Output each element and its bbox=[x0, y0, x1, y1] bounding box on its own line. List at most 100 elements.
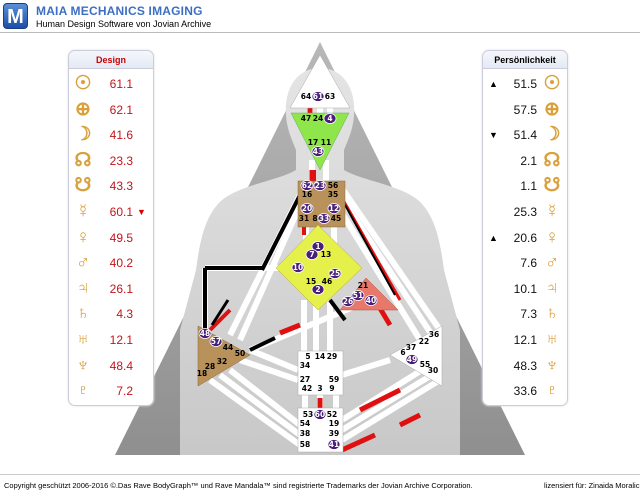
gate-53[interactable]: 53 bbox=[303, 410, 313, 419]
personality-row-south-node[interactable]: ☋1.1 bbox=[483, 175, 567, 197]
personality-row-uranus[interactable]: ♅12.1 bbox=[483, 329, 567, 351]
gate-16[interactable]: 16 bbox=[302, 190, 312, 199]
gate-4[interactable]: 4 bbox=[327, 114, 332, 123]
gate-11[interactable]: 11 bbox=[321, 138, 331, 147]
design-row-uranus[interactable]: ♅12.1 bbox=[69, 329, 153, 351]
design-row-neptune[interactable]: ♆48.4 bbox=[69, 355, 153, 377]
channel bbox=[340, 188, 443, 332]
gate-21[interactable]: 21 bbox=[358, 281, 368, 290]
g-center[interactable] bbox=[275, 224, 363, 311]
gate-64[interactable]: 64 bbox=[301, 92, 311, 101]
gate-58[interactable]: 58 bbox=[300, 440, 310, 449]
gate-28[interactable]: 28 bbox=[205, 362, 215, 371]
gate-6[interactable]: 6 bbox=[400, 348, 405, 357]
gate-13[interactable]: 13 bbox=[321, 250, 331, 259]
gate-48[interactable]: 48 bbox=[200, 329, 210, 338]
gate-45[interactable]: 45 bbox=[331, 214, 341, 223]
gate-20[interactable]: 20 bbox=[302, 204, 312, 213]
gate-51[interactable]: 51 bbox=[353, 291, 363, 300]
gate-9[interactable]: 9 bbox=[329, 384, 334, 393]
gate-55[interactable]: 55 bbox=[420, 360, 430, 369]
active-gate-marker bbox=[341, 296, 355, 307]
gate-23[interactable]: 23 bbox=[315, 181, 325, 190]
gate-15[interactable]: 15 bbox=[306, 277, 316, 286]
gate-43[interactable]: 43 bbox=[313, 147, 323, 156]
design-row-north-node[interactable]: ☊23.3 bbox=[69, 150, 153, 172]
gate-19[interactable]: 19 bbox=[329, 419, 339, 428]
head-center[interactable] bbox=[289, 54, 351, 109]
gate-8[interactable]: 8 bbox=[312, 214, 317, 223]
personality-row-neptune[interactable]: ♆48.3 bbox=[483, 355, 567, 377]
gate-61[interactable]: 61 bbox=[313, 92, 323, 101]
design-row-south-node[interactable]: ☋43.3 bbox=[69, 175, 153, 197]
gate-35[interactable]: 35 bbox=[328, 190, 338, 199]
personality-row-north-node[interactable]: ☊2.1 bbox=[483, 150, 567, 172]
gate-18[interactable]: 18 bbox=[197, 369, 207, 378]
design-row-mars[interactable]: ♂40.2 bbox=[69, 252, 153, 274]
gate-26[interactable]: 26 bbox=[343, 297, 353, 306]
gate-29[interactable]: 29 bbox=[327, 352, 337, 361]
gate-34[interactable]: 34 bbox=[300, 361, 310, 370]
gate-52[interactable]: 52 bbox=[327, 410, 337, 419]
personality-row-sun[interactable]: ☉▲51.5 bbox=[483, 73, 567, 95]
sacral-center[interactable] bbox=[297, 350, 344, 396]
gate-22[interactable]: 22 bbox=[419, 337, 429, 346]
gate-31[interactable]: 31 bbox=[299, 214, 309, 223]
gate-50[interactable]: 50 bbox=[235, 349, 245, 358]
ajna-center[interactable] bbox=[290, 112, 350, 171]
personality-row-jupiter[interactable]: ♃10.1 bbox=[483, 278, 567, 300]
gate-63[interactable]: 63 bbox=[325, 92, 335, 101]
personality-row-venus[interactable]: ♀▲20.6 bbox=[483, 227, 567, 249]
channel bbox=[344, 204, 396, 296]
gate-36[interactable]: 36 bbox=[429, 330, 439, 339]
personality-row-mars[interactable]: ♂7.6 bbox=[483, 252, 567, 274]
gate-42[interactable]: 42 bbox=[302, 384, 312, 393]
gate-3[interactable]: 3 bbox=[317, 384, 322, 393]
gate-2[interactable]: 2 bbox=[315, 285, 320, 294]
design-row-sun[interactable]: ☉61.1 bbox=[69, 73, 153, 95]
active-gate-marker bbox=[209, 336, 223, 347]
gate-46[interactable]: 46 bbox=[322, 277, 332, 286]
gate-5[interactable]: 5 bbox=[305, 352, 310, 361]
design-row-mercury[interactable]: ☿▼60.1 bbox=[69, 201, 153, 223]
design-row-pluto[interactable]: ♇7.2 bbox=[69, 380, 153, 402]
personality-row-saturn[interactable]: ♄7.3 bbox=[483, 303, 567, 325]
gate-40[interactable]: 40 bbox=[366, 296, 376, 305]
design-row-moon[interactable]: ☽41.6 bbox=[69, 124, 153, 146]
gate-line-value: 33.6 bbox=[513, 384, 537, 399]
gate-60[interactable]: 60 bbox=[315, 410, 325, 419]
gate-54[interactable]: 54 bbox=[300, 419, 310, 428]
gate-1[interactable]: 1 bbox=[315, 242, 320, 251]
gate-7[interactable]: 7 bbox=[309, 250, 314, 259]
gate-57[interactable]: 57 bbox=[211, 337, 221, 346]
gate-59[interactable]: 59 bbox=[329, 375, 339, 384]
gate-56[interactable]: 56 bbox=[328, 181, 338, 190]
design-row-earth[interactable]: ⊕62.1 bbox=[69, 99, 153, 121]
gate-25[interactable]: 25 bbox=[330, 269, 340, 278]
gate-33[interactable]: 33 bbox=[319, 214, 329, 223]
gate-44[interactable]: 44 bbox=[223, 343, 233, 352]
personality-row-moon[interactable]: ☽▼51.4 bbox=[483, 124, 567, 146]
venus-icon: ♀ bbox=[75, 226, 91, 248]
design-row-saturn[interactable]: ♄4.3 bbox=[69, 303, 153, 325]
gate-41[interactable]: 41 bbox=[329, 440, 339, 449]
design-row-jupiter[interactable]: ♃26.1 bbox=[69, 278, 153, 300]
personality-row-earth[interactable]: ⊕57.5 bbox=[483, 99, 567, 121]
gate-10[interactable]: 10 bbox=[293, 263, 303, 272]
gate-14[interactable]: 14 bbox=[315, 352, 325, 361]
gate-12[interactable]: 12 bbox=[329, 204, 339, 213]
gate-27[interactable]: 27 bbox=[300, 375, 310, 384]
gate-62[interactable]: 62 bbox=[302, 181, 312, 190]
gate-24[interactable]: 24 bbox=[313, 114, 323, 123]
gate-17[interactable]: 17 bbox=[308, 138, 318, 147]
design-row-venus[interactable]: ♀49.5 bbox=[69, 227, 153, 249]
personality-row-mercury[interactable]: ☿25.3 bbox=[483, 201, 567, 223]
personality-row-pluto[interactable]: ♇33.6 bbox=[483, 380, 567, 402]
gate-39[interactable]: 39 bbox=[329, 429, 339, 438]
gate-47[interactable]: 47 bbox=[301, 114, 311, 123]
gate-32[interactable]: 32 bbox=[217, 357, 227, 366]
gate-38[interactable]: 38 bbox=[300, 429, 310, 438]
gate-37[interactable]: 37 bbox=[406, 343, 416, 352]
gate-49[interactable]: 49 bbox=[407, 355, 417, 364]
gate-30[interactable]: 30 bbox=[428, 366, 438, 375]
